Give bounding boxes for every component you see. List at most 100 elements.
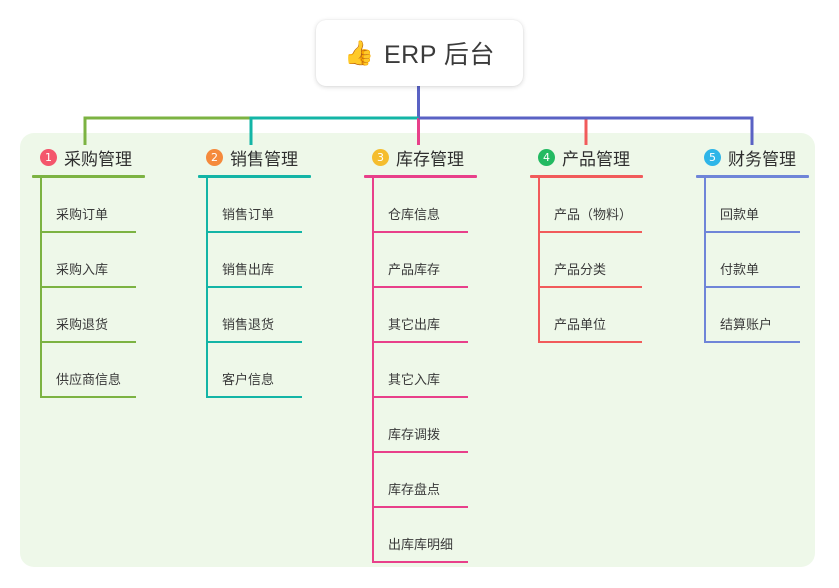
column-5: 5 财务管理回款单付款单结算账户 [696, 145, 839, 343]
list-item-underline [704, 231, 800, 233]
list-item-underline [206, 286, 302, 288]
root-node-content: 👍 ERP 后台 [344, 35, 495, 71]
list-item-underline [372, 286, 468, 288]
list-item[interactable]: 销售出库 [198, 233, 371, 288]
list-item-label: 采购退货 [56, 317, 109, 332]
list-item[interactable]: 采购订单 [32, 178, 205, 233]
column-badge-4: 4 [538, 148, 555, 166]
list-item-underline [372, 396, 468, 398]
column-header-3[interactable]: 3 库存管理 [364, 145, 537, 169]
list-item-label: 其它出库 [388, 317, 441, 332]
column-header-5[interactable]: 5 财务管理 [696, 145, 839, 169]
list-item[interactable]: 产品单位 [530, 288, 703, 343]
list-item-label: 其它入库 [388, 372, 441, 387]
column-spine-4 [538, 178, 540, 343]
list-item-underline [40, 341, 136, 343]
list-item[interactable]: 库存调拨 [364, 398, 537, 453]
thumbs-up-icon: 👍 [344, 40, 374, 67]
column-items-4: 产品（物料） 产品分类产品单位 [530, 178, 703, 343]
list-item-underline [40, 286, 136, 288]
column-header-1[interactable]: 1 采购管理 [32, 145, 205, 169]
list-item[interactable]: 仓库信息 [364, 178, 537, 233]
list-item-underline [372, 561, 468, 563]
list-item-underline [704, 286, 800, 288]
list-item[interactable]: 产品分类 [530, 233, 703, 288]
list-item[interactable]: 产品库存 [364, 233, 537, 288]
list-item[interactable]: 其它出库 [364, 288, 537, 343]
list-item[interactable]: 销售退货 [198, 288, 371, 343]
list-item-label: 产品（物料） [554, 207, 633, 222]
column-badge-5: 5 [704, 148, 721, 166]
column-badge-1: 1 [40, 148, 57, 166]
column-1: 1 采购管理采购订单采购入库采购退货供应商信息 [32, 145, 205, 398]
list-item-underline [538, 341, 642, 343]
list-item-label: 产品库存 [388, 262, 441, 277]
column-title-1: 采购管理 [64, 149, 132, 169]
column-badge-3: 3 [372, 148, 389, 166]
column-title-2: 销售管理 [230, 149, 298, 169]
list-item-underline [372, 341, 468, 343]
list-item-label: 采购订单 [56, 207, 109, 222]
list-item[interactable]: 回款单 [696, 178, 839, 233]
column-spine-3 [372, 178, 374, 563]
list-item-underline [40, 396, 136, 398]
list-item[interactable]: 其它入库 [364, 343, 537, 398]
root-node-card[interactable]: 👍 ERP 后台 [316, 20, 523, 86]
list-item-underline [206, 231, 302, 233]
list-item-underline [372, 451, 468, 453]
list-item[interactable]: 出库库明细 [364, 508, 537, 563]
list-item[interactable]: 付款单 [696, 233, 839, 288]
column-items-3: 仓库信息产品库存其它出库其它入库库存调拨库存盘点出库库明细 [364, 178, 537, 563]
list-item-label: 客户信息 [222, 372, 275, 387]
list-item-label: 出库库明细 [388, 537, 454, 552]
list-item[interactable]: 供应商信息 [32, 343, 205, 398]
list-item-label: 销售订单 [222, 207, 275, 222]
column-4: 4 产品管理产品（物料） 产品分类产品单位 [530, 145, 703, 343]
list-item-label: 供应商信息 [56, 372, 122, 387]
column-title-5: 财务管理 [728, 149, 796, 169]
list-item-label: 销售出库 [222, 262, 275, 277]
column-badge-2: 2 [206, 148, 223, 166]
column-underline-4 [530, 175, 643, 178]
diagram-panel [20, 133, 815, 567]
column-title-3: 库存管理 [396, 149, 464, 169]
list-item-underline [538, 231, 642, 233]
list-item-label: 产品分类 [554, 262, 607, 277]
column-items-5: 回款单付款单结算账户 [696, 178, 839, 343]
list-item-label: 销售退货 [222, 317, 275, 332]
list-item[interactable]: 销售订单 [198, 178, 371, 233]
list-item[interactable]: 采购入库 [32, 233, 205, 288]
column-title-4: 产品管理 [562, 149, 630, 169]
list-item-underline [372, 231, 468, 233]
column-3: 3 库存管理仓库信息产品库存其它出库其它入库库存调拨库存盘点出库库明细 [364, 145, 537, 563]
list-item-underline [372, 506, 468, 508]
list-item-label: 采购入库 [56, 262, 109, 277]
list-item-underline [538, 286, 642, 288]
column-underline-3 [364, 175, 477, 178]
list-item-label: 回款单 [720, 207, 760, 222]
list-item[interactable]: 客户信息 [198, 343, 371, 398]
list-item[interactable]: 库存盘点 [364, 453, 537, 508]
list-item-underline [206, 396, 302, 398]
column-underline-5 [696, 175, 809, 178]
list-item-underline [40, 231, 136, 233]
column-header-4[interactable]: 4 产品管理 [530, 145, 703, 169]
column-underline-1 [32, 175, 145, 178]
list-item-label: 产品单位 [554, 317, 607, 332]
column-underline-2 [198, 175, 311, 178]
column-items-2: 销售订单销售出库销售退货客户信息 [198, 178, 371, 398]
root-node-title: ERP 后台 [383, 41, 495, 69]
column-header-2[interactable]: 2 销售管理 [198, 145, 371, 169]
list-item-label: 付款单 [720, 262, 760, 277]
list-item[interactable]: 结算账户 [696, 288, 839, 343]
list-item-label: 仓库信息 [388, 207, 441, 222]
column-spine-5 [704, 178, 706, 343]
list-item[interactable]: 产品（物料） [530, 178, 703, 233]
list-item-label: 结算账户 [720, 317, 773, 332]
list-item[interactable]: 采购退货 [32, 288, 205, 343]
column-spine-2 [206, 178, 208, 398]
list-item-label: 库存盘点 [388, 482, 441, 497]
list-item-label: 库存调拨 [388, 427, 441, 442]
column-spine-1 [40, 178, 42, 398]
